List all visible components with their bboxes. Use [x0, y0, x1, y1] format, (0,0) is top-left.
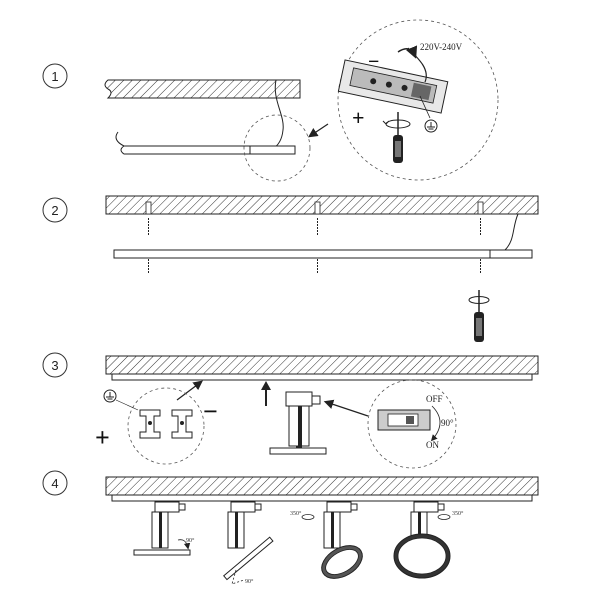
voltage-label: 220V-240V	[420, 42, 463, 52]
rotation-angle-label: 90°	[441, 418, 454, 428]
ceiling-slab	[104, 79, 301, 99]
step-2-illustration	[105, 195, 539, 342]
rotation-hint	[397, 45, 418, 59]
spotlight-fixture: 90°	[223, 501, 274, 585]
svg-text:4: 4	[51, 476, 58, 491]
anchor-screw	[314, 201, 321, 274]
power-cable	[504, 213, 519, 251]
track-rail	[120, 145, 296, 155]
spotlight-fixture: 350°	[393, 501, 464, 579]
plus-sign: +	[95, 423, 110, 452]
anchor-screw	[477, 201, 484, 274]
svg-text:1: 1	[51, 69, 58, 84]
track-rail	[113, 249, 533, 259]
screwdriver-icon	[393, 112, 403, 163]
ceiling-slab	[105, 476, 539, 496]
track-profile	[139, 409, 193, 439]
detail-callout-large	[337, 19, 499, 181]
spotlight-fixture: 90°	[133, 501, 195, 556]
spotlight-fixture	[269, 391, 327, 455]
step-1-marker: 1	[42, 63, 68, 89]
adapter-switch	[377, 405, 441, 442]
adapter-detail-callout	[367, 379, 457, 469]
rotation-angle-label: 350°	[452, 510, 464, 517]
plus-sign: +	[352, 105, 365, 130]
step-1-illustration: 220V-240V − +	[104, 19, 499, 182]
detail-callout	[127, 387, 205, 465]
ceiling-slab	[105, 195, 539, 215]
ceiling-slab	[105, 355, 539, 375]
detail-callout-small	[243, 114, 311, 182]
on-label: ON	[426, 440, 439, 450]
rotate-arrow-icon	[382, 119, 411, 129]
ground-icon	[424, 119, 438, 133]
svg-text:3: 3	[51, 358, 58, 373]
track-connector	[337, 59, 449, 114]
spotlight-fixture: 350°	[290, 501, 363, 579]
track-rail	[111, 494, 533, 502]
anchor-screw	[145, 201, 152, 274]
rotation-angle-label: 350°	[290, 510, 302, 517]
track-rail	[111, 373, 533, 381]
step-2-marker: 2	[42, 197, 68, 223]
tilt-angle-label: 90°	[245, 578, 254, 585]
off-label: OFF	[426, 394, 443, 404]
step-3-illustration: + − OFF ON 90°	[95, 355, 539, 469]
step-3-marker: 3	[42, 352, 68, 378]
tilt-angle-label: 90°	[186, 537, 195, 544]
callout-arrow	[308, 123, 329, 138]
svg-text:2: 2	[51, 203, 58, 218]
minus-sign: −	[203, 397, 218, 426]
up-arrow-icon	[261, 381, 271, 406]
minus-sign: −	[368, 51, 379, 73]
step-4-marker: 4	[42, 470, 68, 496]
screwdriver-icon	[468, 290, 490, 342]
step-4-illustration: 90° 90° 350°	[105, 476, 539, 585]
ground-icon	[103, 389, 139, 411]
